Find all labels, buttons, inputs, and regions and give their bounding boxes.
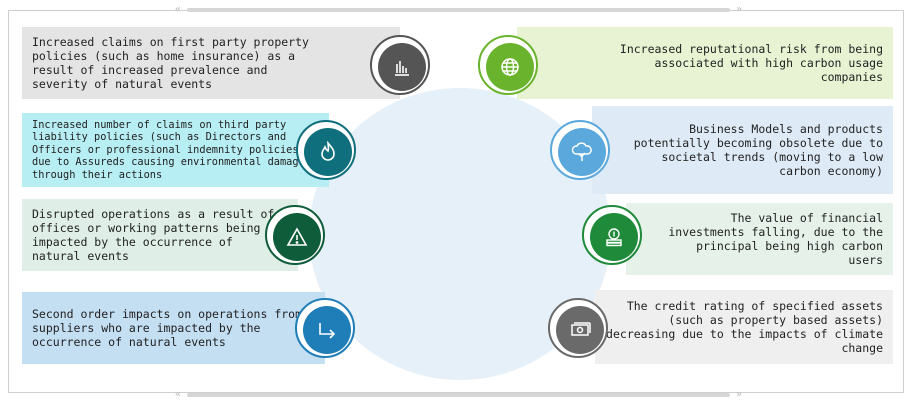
money-bill-icon [548, 298, 608, 358]
risk-item-reputational-risk: Increased reputational risk from being a… [517, 27, 893, 99]
risk-item-disrupted-operations: Disrupted operations as a result of offi… [22, 199, 298, 271]
bar-chart-icon [370, 35, 430, 95]
risk-item-text: Business Models and products potentially… [633, 122, 883, 178]
scroll-right-icon[interactable]: » [735, 389, 742, 400]
coins-icon [582, 205, 642, 265]
scroll-left-icon[interactable]: « [175, 4, 182, 15]
bottom-scrollbar[interactable]: « » [175, 389, 742, 400]
scroll-left-icon[interactable]: « [175, 389, 182, 400]
risk-item-text: Second order impacts on operations from … [32, 307, 303, 349]
scroll-right-icon[interactable]: » [735, 4, 742, 15]
fire-icon [296, 120, 356, 180]
scroll-track[interactable] [187, 8, 730, 12]
risk-item-text: The value of financial investments falli… [668, 211, 883, 267]
risk-item-financial-investments: The value of financial investments falli… [626, 203, 893, 275]
risk-item-text: Increased reputational risk from being a… [619, 42, 883, 84]
risk-item-text: Increased number of claims on third part… [32, 118, 305, 181]
risk-item-text: Increased claims on first party property… [32, 35, 309, 91]
risk-item-second-order-impacts: Second order impacts on operations from … [22, 292, 325, 364]
risk-item-business-models: Business Models and products potentially… [592, 106, 893, 194]
risk-item-text: Disrupted operations as a result of offi… [32, 207, 275, 263]
globe-icon [478, 35, 538, 95]
scroll-track[interactable] [187, 393, 730, 397]
risk-item-liability-claims: Increased number of claims on third part… [22, 113, 329, 187]
warning-icon [265, 205, 325, 265]
risk-item-property-claims: Increased claims on first party property… [22, 27, 400, 99]
cloud-tree-icon [550, 120, 610, 180]
risk-item-credit-rating: The credit rating of specified assets (s… [595, 290, 893, 364]
top-scrollbar[interactable]: « » [175, 4, 742, 15]
turn-right-arrow-icon [295, 298, 355, 358]
risk-item-text: The credit rating of specified assets (s… [606, 299, 883, 355]
